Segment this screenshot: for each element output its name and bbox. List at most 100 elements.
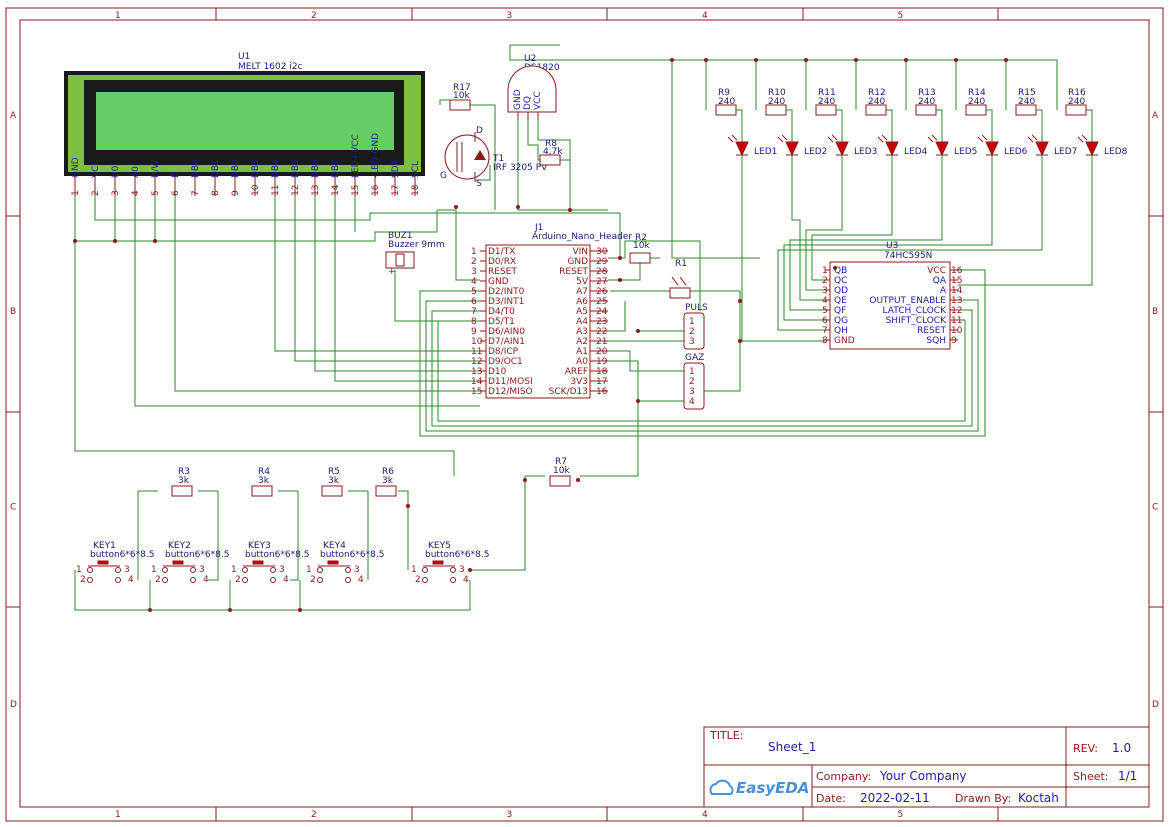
u3-pin-name: SHIFT_CLOCK [886,316,947,326]
key-ref: KEY2 [168,541,191,551]
nano-pin-number: 26 [596,287,608,297]
key-pin: 3 [279,565,285,575]
led-resistor-ref: R16 [1068,88,1086,98]
nano-pin-number: 8 [471,317,477,327]
nano-pin-name: A1 [576,347,588,357]
date-value: 2022-02-11 [860,791,930,805]
zone-col-bottom: 3 [507,810,513,820]
lcd-pin-number: 14 [331,184,341,196]
t1-g: G [440,171,447,181]
zone-col-top: 1 [115,11,121,21]
u3-pin-number: 7 [822,326,828,336]
key-name: button6*6*8.5 [425,550,489,560]
led-resistor [1065,104,1087,116]
lcd-pin-name: R/W [151,160,161,178]
puls-pin: 2 [689,327,695,337]
led-resistor [715,104,737,116]
date-label: Date: [816,792,846,805]
zone-col-top: 3 [507,11,513,21]
led-resistor-ref: R15 [1018,88,1036,98]
nano-pin-name: D12/MISO [488,387,533,397]
lcd-pin-name: DB4 [271,159,281,178]
u3-pin-name: OUTPUT_ENABLE [869,296,946,306]
led-icon [885,141,899,157]
key-resistor [375,485,397,497]
nano-pin-number: 19 [596,357,608,367]
lcd-pin-number: 1 [71,190,81,196]
resistor-r17: R17 10k [449,83,471,111]
zone-row-right: B [1152,307,1158,317]
u3-pin-name: QH [834,326,848,336]
u3-pin-name: QE [834,296,847,306]
nano-pin-number: 17 [596,377,607,387]
r8-value: 4,7k [543,147,563,157]
lcd-screen [96,92,394,150]
key-cap-icon [252,560,264,565]
lcd-pin-name: LED+VCC [351,134,361,178]
drawn-value: Koctah [1018,791,1059,805]
led-resistor-ref: R13 [918,88,936,98]
nano-pin-name: AREF [565,367,588,377]
led-icon [785,141,799,157]
key-pin: 4 [358,575,364,585]
nano-pin-name: D2/INT0 [488,287,525,297]
lcd-pin-name: U0 [111,165,121,178]
u2-ref: U2 [524,54,536,64]
nano-pin-number: 2 [471,257,477,267]
nano-pin-number: 11 [471,347,482,357]
u3-pin-name: QD [834,286,848,296]
led-icon [935,141,949,157]
key-name: button6*6*8.5 [320,550,384,560]
led-array: R9240LED1R10240LED2R11240LED3R12240LED4R… [715,88,1128,157]
u3-pin-number: 4 [822,296,828,306]
resistor-r8: R8 4,7k [539,139,563,166]
lcd-pin-number: 10 [251,184,261,196]
led-ref: LED8 [1104,147,1128,157]
u3-pin-name: QB [834,266,847,276]
led-resistor-value: 240 [718,97,735,107]
u2-pin-dq: DQ [523,96,533,110]
key-resistor-value: 3k [328,476,340,486]
key-cap-icon [97,560,109,565]
gaz-pin: 3 [689,387,695,397]
easyeda-logo: EasyEDA [709,779,809,797]
zone-row-right: A [1152,111,1159,121]
zone-row-left: A [10,111,17,121]
led-resistor-ref: R9 [718,88,730,98]
lcd-pin-name: VCC [91,159,101,178]
nano-pin-number: 28 [596,267,608,277]
led-resistor-ref: R14 [968,88,986,98]
nano-pin-number: 12 [471,357,482,367]
junctions [73,58,1008,612]
r7-value: 10k [553,466,570,476]
lcd-pin-number: 6 [171,190,181,196]
key-resistor-ref: R3 [178,467,190,477]
nano-pin-name: D10 [488,367,507,377]
led-ref: LED6 [1004,147,1028,157]
nano-ref: J1 [534,223,543,233]
title-label: TITLE: [709,729,743,742]
lcd-pin-name: DB6 [311,159,321,178]
key-pin: 1 [76,565,82,575]
key-ref: KEY4 [323,541,346,551]
lcd-pin-name: GND [71,157,81,178]
nano-pin-name: D0/RX [488,257,516,267]
key-pin: 1 [306,565,312,575]
nano-pin-name: GND [488,277,509,287]
gaz-label: GAZ [685,353,704,363]
u3-pin-number: 11 [951,316,962,326]
key-resistor-value: 3k [258,476,270,486]
wires [74,44,1093,611]
nano-pin-name: SCK/D13 [549,387,588,397]
nano-pin-name: D7/AIN1 [488,337,525,347]
key-resistor [251,485,273,497]
lcd-pin-number: 18 [411,184,421,196]
lcd-pin-name: A0 [131,166,141,178]
led-resistor-value: 240 [918,97,935,107]
zone-col-top: 2 [311,11,317,21]
lcd-pin-name: DB3 [251,159,261,178]
lcd-pin-name: DB5 [291,159,301,178]
lcd-pin-number: 15 [351,185,361,196]
u3-pin-number: 15 [951,276,962,286]
